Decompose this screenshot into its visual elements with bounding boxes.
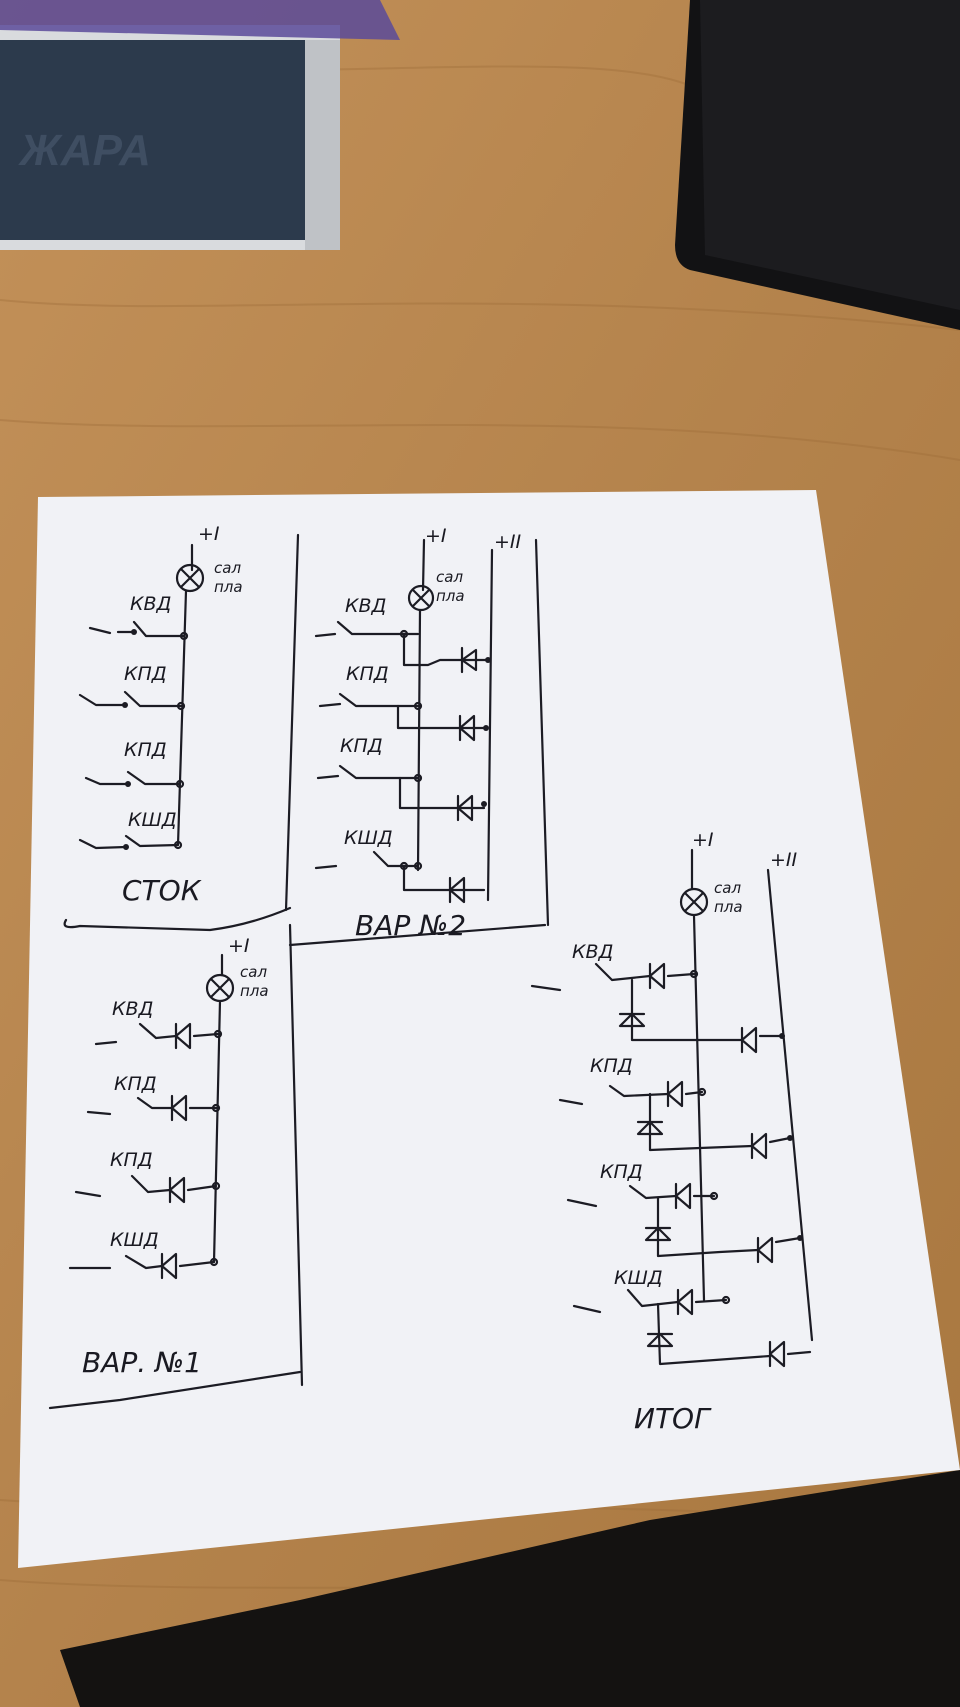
itog-caption: ИТОГ <box>634 1402 712 1435</box>
divider-vertical-left <box>284 533 300 912</box>
floor-shadow <box>60 1470 960 1707</box>
var1-switch-1-label: КВД <box>112 998 153 1020</box>
var1-plus-label: +I <box>228 935 250 957</box>
var1-switch-2-label: КПД <box>114 1073 157 1095</box>
var2-plus1-label: +I <box>425 525 447 547</box>
itog-plus1-label: +I <box>692 829 714 851</box>
stock-switch-4-label: КШД <box>128 809 177 831</box>
var2-lamp-label-bottom: пла <box>436 587 465 605</box>
itog-lamp-label-bottom: пла <box>714 898 743 916</box>
stock-caption: СТОК <box>122 874 202 907</box>
book-cover-text: ЖАРА <box>18 126 151 175</box>
divider-horizontal <box>288 923 547 947</box>
var2-plus2-label: +II <box>494 531 522 553</box>
itog-switch-2-label: КПД <box>590 1055 633 1077</box>
var1-switch-4-label: КШД <box>110 1229 159 1251</box>
itog-switch-1-label: КВД <box>572 941 613 963</box>
diagram-stock: +I сал пла КВД КПД КПД КШД СТОК <box>63 523 292 932</box>
itog-lamp-label-top: сал <box>714 879 741 897</box>
stock-switch-1-label: КВД <box>130 593 171 615</box>
itog-switch-4-label: КШД <box>614 1267 663 1289</box>
stock-switch-2-label: КПД <box>124 663 167 685</box>
divider-vertical-lower <box>288 923 304 1387</box>
var2-switch-3-label: КПД <box>340 735 383 757</box>
itog-plus2-label: +II <box>770 849 798 871</box>
var2-switch-4-label: КШД <box>344 827 393 849</box>
divider-var2-right <box>534 538 550 927</box>
var1-switch-3-label: КПД <box>110 1149 153 1171</box>
stock-lamp-label-top: сал <box>214 559 241 577</box>
var2-lamp-label-top: сал <box>436 568 463 586</box>
var1-lamp-label-top: сал <box>240 963 267 981</box>
diagram-var1: +I сал пла КВД КПД КПД КШД ВАР. №1 <box>48 935 302 1410</box>
itog-switch-3-label: КПД <box>600 1161 643 1183</box>
var1-lamp-label-bottom: пла <box>240 982 269 1000</box>
diagram-itog: +I +II сал пла КВД КПД КПД КШД <box>530 829 814 1435</box>
stock-plus-label: +I <box>198 523 220 545</box>
diagram-var2: +I +II сал пла КВД КПД КПД КШД ВАР №2 <box>314 525 522 942</box>
stock-switch-3-label: КПД <box>124 739 167 761</box>
paper-sheet <box>18 490 960 1568</box>
black-device <box>675 0 960 330</box>
var2-switch-2-label: КПД <box>346 663 389 685</box>
var2-switch-1-label: КВД <box>345 595 386 617</box>
stock-lamp-icon <box>175 563 205 593</box>
stock-lamp-label-bottom: пла <box>214 578 243 596</box>
var2-caption: ВАР №2 <box>355 909 466 942</box>
book: ЖАРА <box>0 0 400 250</box>
var1-caption: ВАР. №1 <box>82 1346 202 1379</box>
